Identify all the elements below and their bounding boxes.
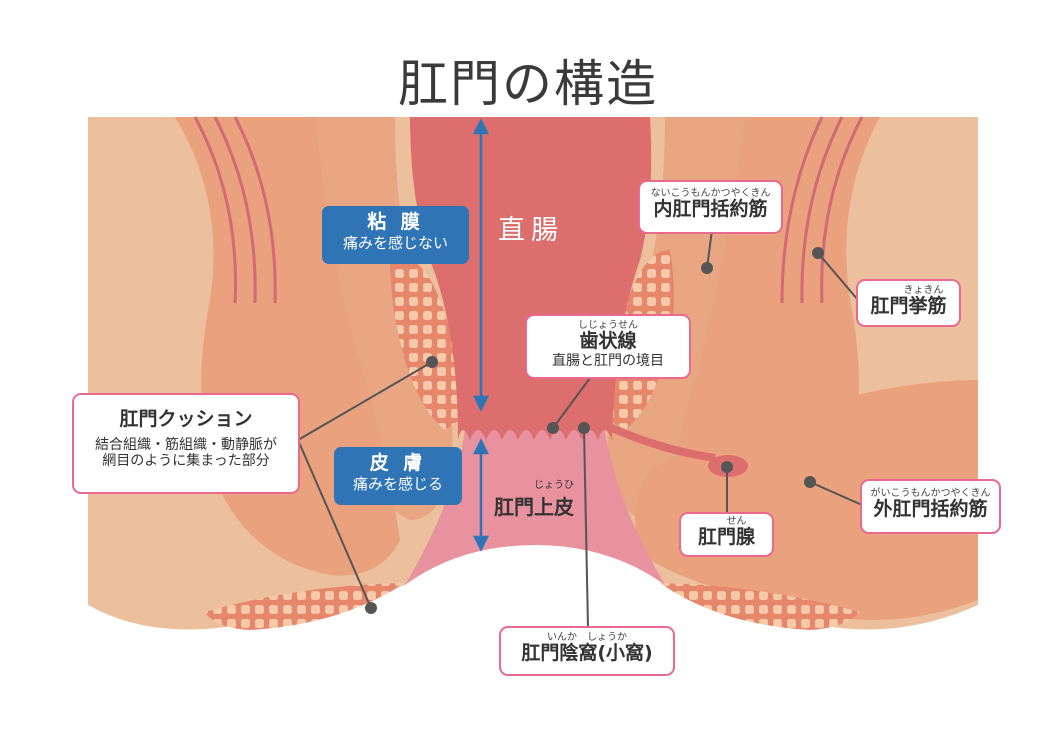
name: 肛門陰窩(小窩) bbox=[521, 642, 653, 664]
skin-title: 皮 膚 bbox=[369, 452, 427, 474]
label-anal-crypt: いんか しょうか 肛門陰窩(小窩) bbox=[499, 626, 675, 676]
name: 肛門挙筋 bbox=[870, 295, 947, 317]
skin-sub: 痛みを感じる bbox=[352, 474, 443, 493]
anoderm-ruby: じょうひ bbox=[534, 480, 574, 491]
extent-arrows bbox=[472, 118, 490, 552]
rectum-label: 直腸 bbox=[498, 215, 564, 246]
sub2: 網目のように集まった部分 bbox=[102, 452, 270, 469]
ruby: しじょうせん bbox=[578, 320, 638, 331]
anal-gland-duct bbox=[603, 421, 716, 462]
ruby: きょきん bbox=[903, 285, 944, 296]
mucosa-title: 粘 膜 bbox=[367, 211, 424, 233]
right-external-muscle bbox=[635, 380, 978, 620]
name: 肛門腺 bbox=[697, 526, 755, 548]
label-levator-ani: きょきん 肛門挙筋 bbox=[856, 279, 961, 327]
anoderm-name: 肛門上皮 bbox=[494, 495, 574, 519]
label-internal-sphincter: ないこうもんかつやくきん 内肛門括約筋 bbox=[638, 180, 783, 234]
anoderm bbox=[405, 430, 665, 585]
right-bottom-cushion bbox=[660, 583, 860, 630]
levator-striations bbox=[193, 116, 864, 304]
left-anal-cushion bbox=[390, 254, 460, 430]
left-bottom-cushion bbox=[205, 583, 405, 630]
label-external-sphincter: がいこうもんかつやくきん 外肛門括約筋 bbox=[860, 479, 1001, 534]
label-anal-cushion: 肛門クッション 結合組織・筋組織・動静脈が 網目のように集まった部分 bbox=[72, 393, 300, 494]
ruby: がいこうもんかつやくきん bbox=[870, 488, 991, 499]
mucosa-sub: 痛みを感じない bbox=[342, 233, 448, 252]
name: 外肛門括約筋 bbox=[873, 498, 988, 520]
sub1: 結合組織・筋組織・動静脈が bbox=[95, 436, 277, 453]
skin-box: 皮 膚 痛みを感じる bbox=[334, 447, 462, 505]
ruby: せん bbox=[726, 516, 747, 527]
anoderm-label: じょうひ 肛門上皮 bbox=[488, 476, 580, 520]
label-dentate-line: しじょうせん 歯状線 直腸と肛門の境目 bbox=[525, 314, 691, 379]
name: 肛門クッション bbox=[119, 408, 253, 430]
mucosa-box: 粘 膜 痛みを感じない bbox=[322, 206, 469, 264]
ruby: いんか しょうか bbox=[547, 632, 627, 643]
ruby: ないこうもんかつやくきん bbox=[650, 188, 771, 199]
leader-lines bbox=[297, 229, 863, 629]
leader-dots bbox=[365, 247, 824, 614]
label-anal-gland: せん 肛門腺 bbox=[679, 512, 774, 557]
sub: 直腸と肛門の境目 bbox=[552, 352, 664, 369]
name: 内肛門括約筋 bbox=[653, 198, 768, 220]
name: 歯状線 bbox=[579, 330, 637, 352]
diagram-title: 肛門の構造 bbox=[398, 55, 658, 113]
